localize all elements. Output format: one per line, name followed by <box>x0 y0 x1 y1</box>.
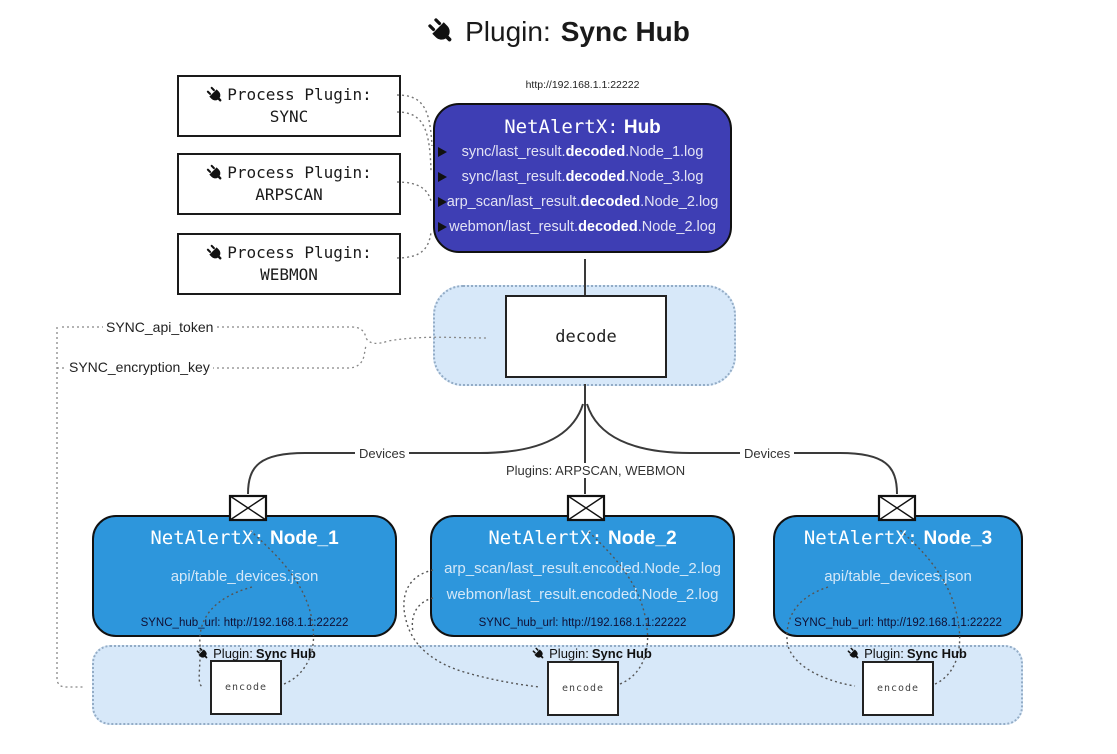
page-title: Plugin: Sync Hub <box>0 16 1117 48</box>
node-title: NetAlertX: Node_2 <box>488 527 677 549</box>
process-plugin-label: Process Plugin: <box>227 85 372 104</box>
plugins-mid-label: Plugins: ARPSCAN, WEBMON <box>502 463 690 478</box>
process-plugin-arpscan: Process Plugin: ARPSCAN <box>177 153 401 215</box>
node-hub-url: SYNC_hub_url: http://192.168.1.1:22222 <box>140 617 349 629</box>
encoder-label: Plugin:Sync Hub <box>827 646 987 661</box>
hub-url-label: http://192.168.1.1:22222 <box>525 79 640 91</box>
hub-log-line: sync/last_result.decoded.Node_3.log <box>435 164 730 189</box>
plug-icon <box>847 647 859 658</box>
arrow-right-icon <box>438 221 447 232</box>
sync-api-token-label: SYNC_api_token <box>103 319 217 335</box>
encode-box: encode <box>547 661 619 716</box>
arrow-right-icon <box>438 196 447 207</box>
encoder-label: Plugin:Sync Hub <box>176 646 336 661</box>
title-prefix: Plugin: <box>465 16 551 47</box>
process-plugin-name: ARPSCAN <box>255 185 323 204</box>
plug-icon <box>428 18 452 42</box>
plug-icon <box>207 164 222 179</box>
envelope-icon <box>877 494 917 522</box>
plug-icon <box>196 647 208 658</box>
arrow-right-icon <box>438 146 447 157</box>
encode-box: encode <box>210 660 282 715</box>
plug-icon <box>207 86 222 101</box>
process-plugin-sync: Process Plugin: SYNC <box>177 75 401 137</box>
decode-box: decode <box>505 295 667 378</box>
arrow-right-icon <box>438 171 447 182</box>
devices-left-label: Devices <box>355 446 410 461</box>
hub-box: NetAlertX: Hub sync/last_result.decoded.… <box>433 103 732 253</box>
process-plugin-name: SYNC <box>269 107 309 126</box>
process-plugin-label: Process Plugin: <box>227 243 372 262</box>
hub-log-line: sync/last_result.decoded.Node_1.log <box>435 139 730 164</box>
node-file: webmon/last_result.encoded.Node_2.log <box>446 586 719 603</box>
node-file: arp_scan/last_result.encoded.Node_2.log <box>444 560 721 577</box>
plug-icon <box>532 647 544 658</box>
node-1-box: NetAlertX: Node_1 api/table_devices.json… <box>92 515 397 637</box>
envelope-icon <box>566 494 606 522</box>
plug-icon <box>207 244 222 259</box>
hub-title: NetAlertX: Hub <box>504 116 661 138</box>
node-hub-url: SYNC_hub_url: http://192.168.1.1:22222 <box>794 617 1002 629</box>
node-title: NetAlertX: Node_3 <box>803 527 993 549</box>
node-3-box: NetAlertX: Node_3 api/table_devices.json… <box>773 515 1023 637</box>
node-2-box: NetAlertX: Node_2 arp_scan/last_result.e… <box>430 515 735 637</box>
process-plugin-label: Process Plugin: <box>227 163 372 182</box>
process-plugin-webmon: Process Plugin: WEBMON <box>177 233 401 295</box>
devices-right-label: Devices <box>740 446 795 461</box>
node-file: api/table_devices.json <box>824 568 972 585</box>
sync-encryption-key-label: SYNC_encryption_key <box>66 359 213 375</box>
title-name: Sync Hub <box>560 16 690 47</box>
node-title: NetAlertX: Node_1 <box>150 527 339 549</box>
node-hub-url: SYNC_hub_url: http://192.168.1.1:22222 <box>478 617 687 629</box>
envelope-icon <box>228 494 268 522</box>
process-plugin-name: WEBMON <box>260 265 318 284</box>
hub-log-line: webmon/last_result.decoded.Node_2.log <box>435 214 730 239</box>
node-file: api/table_devices.json <box>170 568 319 585</box>
encode-box: encode <box>862 661 934 716</box>
hub-log-line: arp_scan/last_result.decoded.Node_2.log <box>435 189 730 214</box>
encoder-label: Plugin:Sync Hub <box>512 646 672 661</box>
